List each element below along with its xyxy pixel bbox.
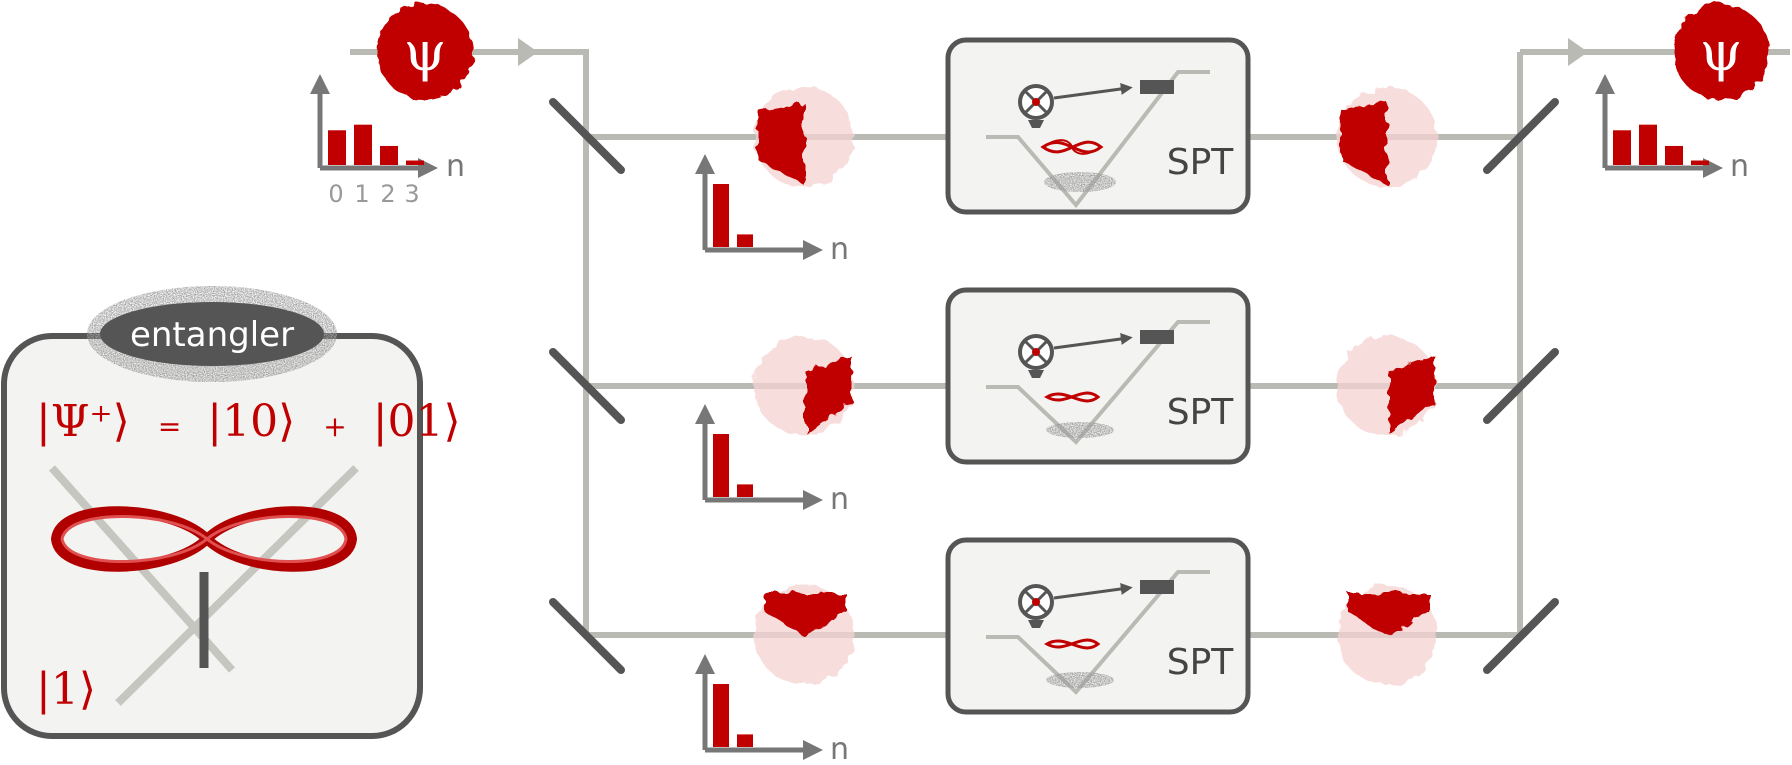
detector-2: SPT	[945, 287, 1251, 465]
state-fragment-1-left	[754, 87, 854, 187]
entangler-panel: entangler |Ψ⁺⟩ = |10⟩ + |01⟩ |1⟩	[1, 286, 461, 739]
output-histogram-bars	[1613, 124, 1709, 165]
state-fragment-2-left	[754, 336, 854, 436]
beam-splitter-right-3	[1483, 598, 1559, 674]
input-histogram-tick-1: 1	[354, 180, 369, 208]
hist-input-bar-0	[328, 130, 346, 165]
branch-histogram-1: n	[695, 154, 849, 267]
entangler-beam-b	[115, 465, 359, 706]
input-histogram-tick-2: 2	[380, 180, 395, 208]
entangler-term-1: |10⟩	[207, 396, 295, 447]
detector-beam-path	[986, 570, 1210, 695]
hist-b3-bar-0	[713, 684, 729, 747]
beam-direction-arrow-in	[518, 38, 538, 66]
entangler-input-state: |1⟩	[36, 664, 96, 715]
detector-readout-line	[1053, 83, 1133, 100]
output-histogram-axis-label: n	[1730, 149, 1749, 184]
entanglement-loop-icon	[1040, 140, 1104, 154]
entangler-plus: +	[323, 410, 346, 443]
beam-splitter-left-1	[549, 98, 625, 174]
beam-splitter-left-2	[549, 348, 625, 424]
detector-readout-icon	[1140, 330, 1174, 344]
absorber-speckle	[1046, 422, 1114, 438]
absorber-speckle	[1046, 672, 1114, 688]
beam-splitter-left-3	[549, 598, 625, 674]
branch-histogram-2-axis-label: n	[830, 482, 849, 517]
hist-input-bar-1	[354, 124, 372, 165]
hist-b2-bar-0	[713, 434, 729, 497]
beam-splitter-right-2	[1483, 348, 1559, 424]
output-state-symbol: ψ	[1700, 20, 1742, 83]
detector-label: SPT	[1167, 392, 1235, 433]
detector-label: SPT	[1167, 142, 1235, 183]
input-histogram-axis-label: n	[446, 149, 465, 184]
input-histogram-tick-0: 0	[328, 180, 343, 208]
input-state-blob: ψ	[377, 4, 473, 100]
state-fragment-3-right	[1337, 585, 1437, 685]
hist-b2-bar-1	[737, 484, 753, 497]
hist-output-bar-3	[1691, 160, 1709, 165]
entangler-equals: =	[158, 410, 181, 443]
detector-gauge-icon	[1018, 584, 1054, 628]
hist-b1-bar-0	[713, 184, 729, 247]
detector-1: SPT	[945, 37, 1251, 215]
beam-splitters	[549, 98, 1559, 674]
input-histogram-tick-3: 3	[404, 180, 419, 208]
detector-gauge-icon	[1018, 84, 1054, 128]
beam-direction-arrow-out	[1568, 38, 1588, 66]
branch-histogram-3-bars	[713, 684, 753, 747]
output-state-blob: ψ	[1673, 4, 1769, 100]
hist-output-bar-1	[1639, 124, 1657, 165]
branch-histogram-2-bars	[713, 434, 753, 497]
hist-b3-bar-1	[737, 734, 753, 747]
entanglement-loop-icon	[1043, 391, 1101, 403]
hist-input-bar-2	[380, 145, 398, 165]
detector-readout-icon	[1140, 580, 1174, 594]
branch-histogram-2: n	[695, 404, 849, 517]
detector-readout-line	[1053, 583, 1133, 600]
entangler-state-lhs: |Ψ⁺⟩	[36, 396, 130, 447]
branch-histogram-3-axis-label: n	[830, 732, 849, 765]
detector-beam-path	[986, 70, 1210, 209]
input-histogram-bars	[328, 124, 424, 165]
entangler-title-tag: entangler	[87, 286, 337, 382]
state-fragment-3-left	[754, 585, 854, 685]
detector-label: SPT	[1167, 642, 1235, 683]
state-fragment-1-right	[1337, 87, 1437, 187]
entanglement-loop-icon	[1043, 638, 1101, 650]
entanglement-loop-icon-outer	[1043, 139, 1101, 155]
input-histogram: n 0 1 2 3	[310, 74, 465, 208]
state-fragment-2-right	[1337, 336, 1437, 436]
absorber-speckle	[1044, 172, 1116, 192]
hist-b1-bar-1	[737, 234, 753, 247]
hist-output-bar-2	[1665, 145, 1683, 165]
input-state-symbol: ψ	[404, 20, 446, 83]
output-histogram: n	[1595, 74, 1749, 184]
branch-histogram-3: n	[695, 654, 849, 765]
branch-state-blobs	[754, 87, 1437, 685]
entangler-title: entangler	[130, 315, 294, 355]
detector-readout-line	[1053, 333, 1133, 350]
hist-input-bar-3	[406, 160, 424, 165]
detector-3: SPT	[945, 537, 1251, 715]
hist-output-bar-0	[1613, 130, 1631, 165]
entangled-ribbon-icon	[50, 506, 358, 572]
entangler-state-equation: |Ψ⁺⟩ = |10⟩ + |01⟩	[36, 396, 461, 447]
detector-beam-path	[986, 320, 1210, 445]
beam-splitter-right-1	[1483, 98, 1559, 174]
detector-gauge-icon	[1018, 334, 1054, 378]
detector-readout-icon	[1140, 80, 1174, 94]
entangler-term-2: |01⟩	[373, 396, 461, 447]
branch-histogram-1-axis-label: n	[830, 232, 849, 267]
branch-histogram-1-bars	[713, 184, 753, 247]
